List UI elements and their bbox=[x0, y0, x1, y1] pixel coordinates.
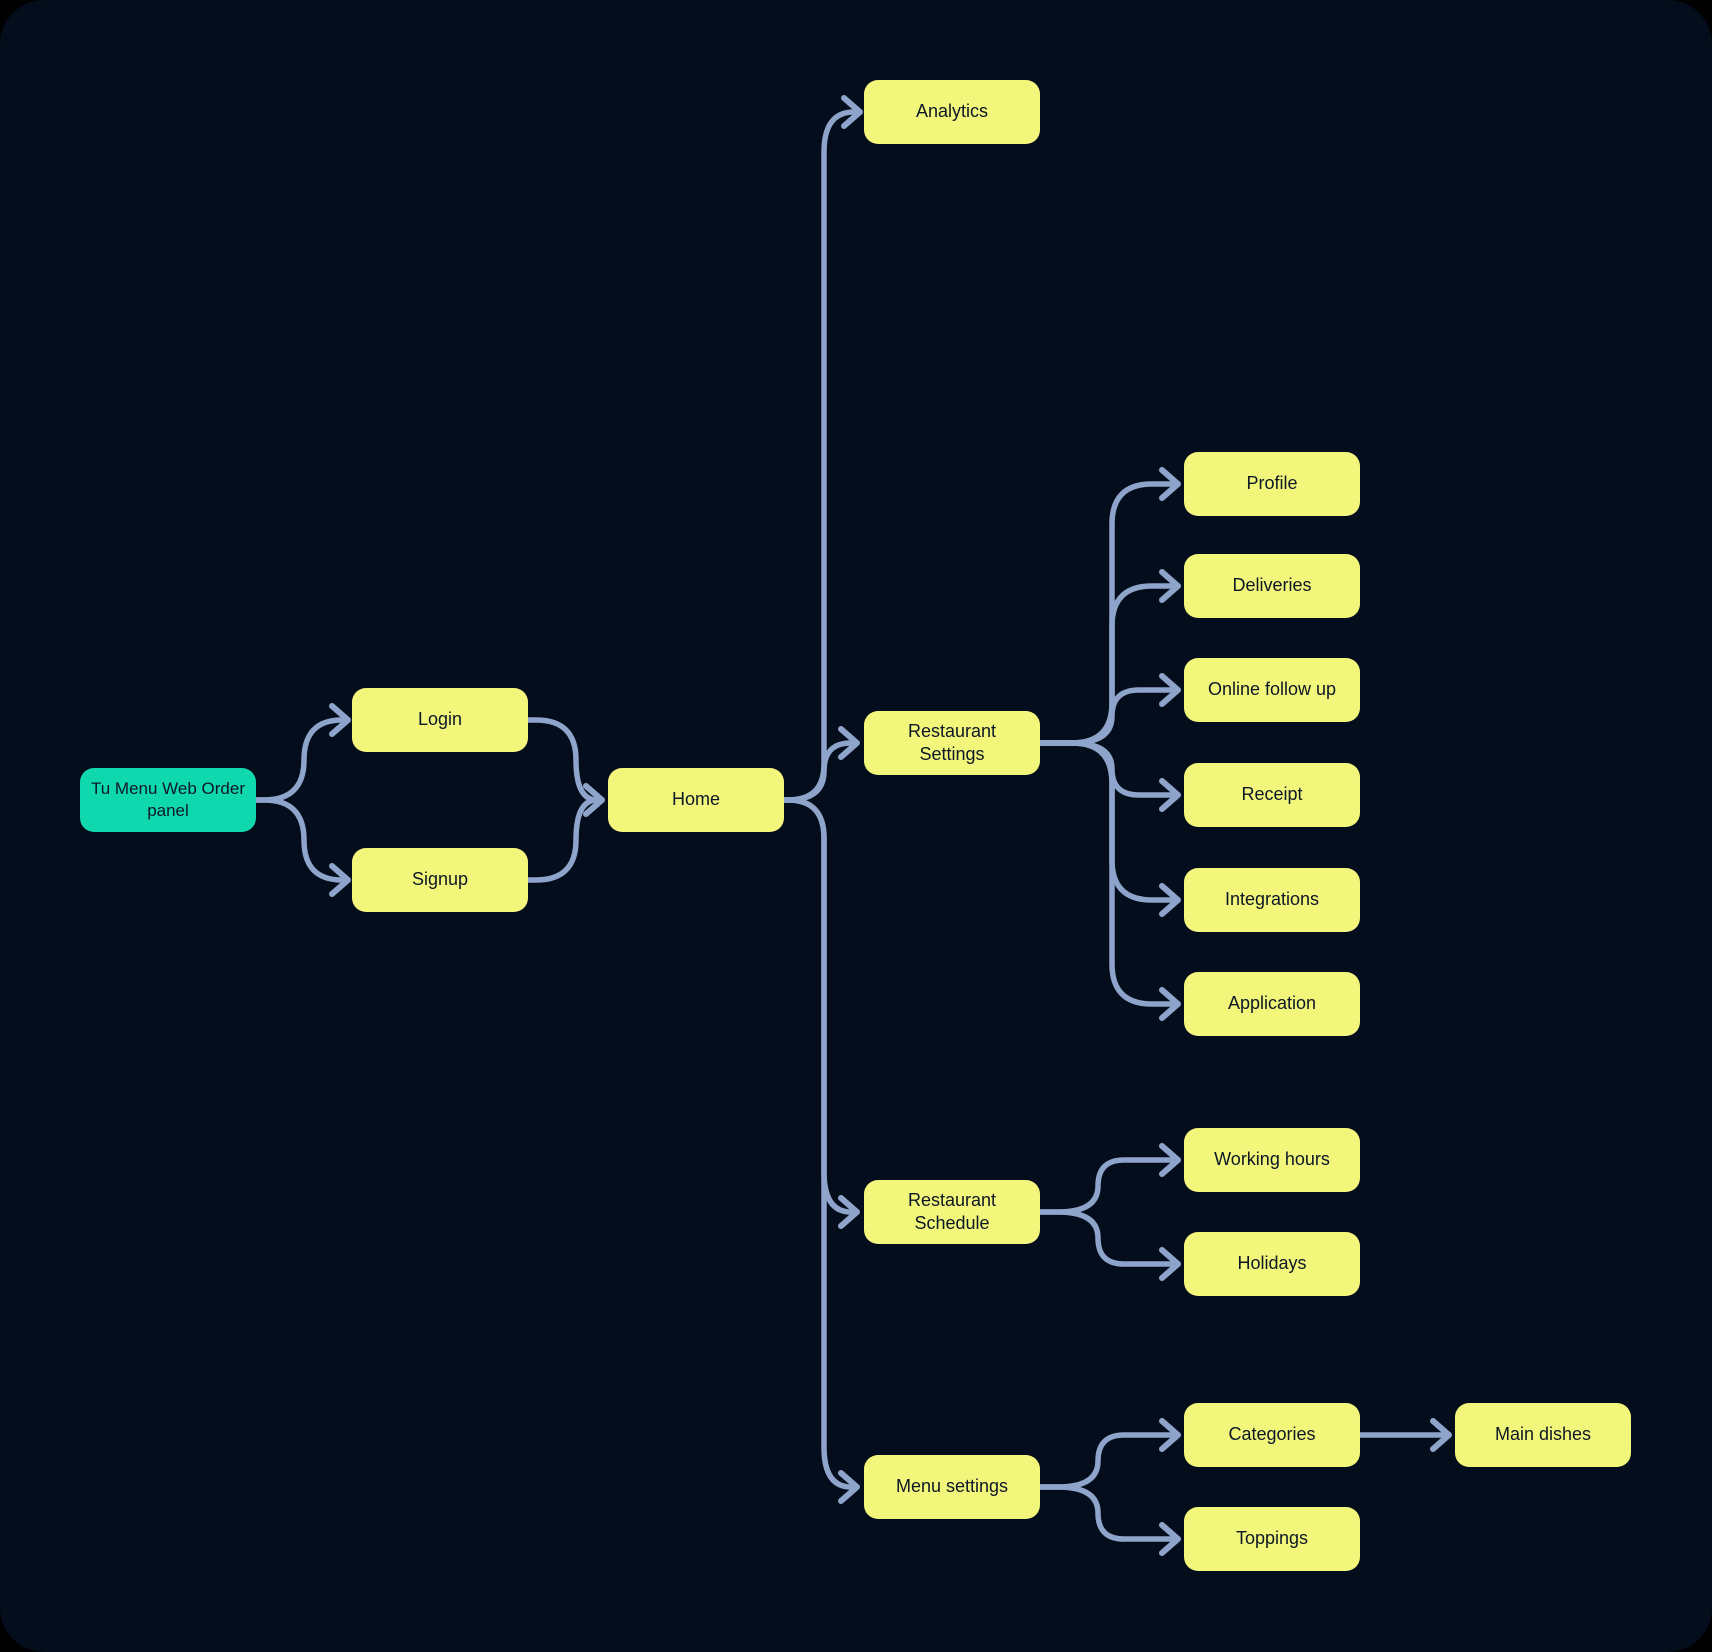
connector-home-restaurant-settings bbox=[781, 740, 854, 803]
node-menu-settings-label: Menu settings bbox=[895, 1476, 1009, 1497]
arrowhead-working-hours bbox=[1159, 1143, 1181, 1177]
node-root-label: Tu Menu Web Order panel bbox=[90, 778, 245, 820]
node-working-hours-label: Working hours bbox=[1214, 1149, 1330, 1170]
connector-home-analytics bbox=[781, 109, 857, 803]
node-home-label: Home bbox=[671, 789, 720, 810]
node-analytics[interactable]: Analytics bbox=[864, 80, 1040, 144]
node-categories-label: Categories bbox=[1228, 1424, 1316, 1445]
connector-root-login bbox=[253, 717, 345, 803]
connector-settings-receipt bbox=[1037, 740, 1175, 798]
connector-settings-integrations bbox=[1037, 740, 1175, 903]
arrowhead-signup bbox=[329, 863, 351, 897]
connector-settings-deliveries bbox=[1037, 583, 1175, 746]
arrowhead-toppings bbox=[1159, 1522, 1181, 1556]
arrowhead-online-follow-up bbox=[1159, 673, 1181, 707]
node-online-follow-up[interactable]: Online follow up bbox=[1184, 658, 1360, 722]
node-restaurant-settings-label: Restaurant Settings bbox=[907, 720, 997, 764]
node-main-dishes-label: Main dishes bbox=[1494, 1424, 1592, 1445]
node-login-label: Login bbox=[417, 709, 463, 730]
node-holidays-label: Holidays bbox=[1237, 1253, 1307, 1274]
node-holidays[interactable]: Holidays bbox=[1184, 1232, 1360, 1296]
node-deliveries[interactable]: Deliveries bbox=[1184, 554, 1360, 618]
node-integrations[interactable]: Integrations bbox=[1184, 868, 1360, 932]
arrowhead-restaurant-settings bbox=[838, 726, 860, 760]
connector-menu-toppings bbox=[1037, 1484, 1175, 1542]
node-toppings[interactable]: Toppings bbox=[1184, 1507, 1360, 1571]
node-profile[interactable]: Profile bbox=[1184, 452, 1360, 516]
connector-home-restaurant-schedule bbox=[781, 797, 854, 1215]
node-restaurant-schedule-label: Restaurant Schedule bbox=[907, 1189, 997, 1233]
connector-root-signup bbox=[253, 797, 345, 883]
arrowhead-deliveries bbox=[1159, 569, 1181, 603]
connector-settings-online-follow-up bbox=[1037, 687, 1175, 746]
node-profile-label: Profile bbox=[1246, 473, 1298, 494]
node-deliveries-label: Deliveries bbox=[1232, 575, 1312, 596]
node-online-follow-up-label: Online follow up bbox=[1207, 679, 1337, 700]
arrowhead-home bbox=[583, 783, 605, 817]
arrowhead-holidays bbox=[1159, 1247, 1181, 1281]
node-home[interactable]: Home bbox=[608, 768, 784, 832]
connector-schedule-working-hours bbox=[1037, 1157, 1175, 1215]
node-analytics-label: Analytics bbox=[915, 101, 989, 122]
connector-home-menu-settings bbox=[781, 797, 854, 1490]
node-signup[interactable]: Signup bbox=[352, 848, 528, 912]
node-receipt[interactable]: Receipt bbox=[1184, 763, 1360, 827]
node-application[interactable]: Application bbox=[1184, 972, 1360, 1036]
arrowhead-categories bbox=[1159, 1418, 1181, 1452]
arrowhead-main-dishes bbox=[1430, 1418, 1452, 1452]
arrowhead-profile bbox=[1159, 467, 1181, 501]
arrowhead-application bbox=[1159, 987, 1181, 1021]
node-receipt-label: Receipt bbox=[1241, 784, 1303, 805]
node-root[interactable]: Tu Menu Web Order panel bbox=[80, 768, 256, 832]
node-signup-label: Signup bbox=[411, 869, 469, 890]
node-restaurant-settings[interactable]: Restaurant Settings bbox=[864, 711, 1040, 775]
arrowhead-login bbox=[329, 703, 351, 737]
connector-login-home bbox=[525, 717, 600, 803]
arrowhead-integrations bbox=[1159, 883, 1181, 917]
node-login[interactable]: Login bbox=[352, 688, 528, 752]
node-working-hours[interactable]: Working hours bbox=[1184, 1128, 1360, 1192]
connector-settings-application bbox=[1037, 740, 1175, 1007]
arrowhead-analytics bbox=[841, 95, 863, 129]
node-restaurant-schedule[interactable]: Restaurant Schedule bbox=[864, 1180, 1040, 1244]
node-toppings-label: Toppings bbox=[1235, 1528, 1309, 1549]
arrowhead-receipt bbox=[1159, 778, 1181, 812]
node-application-label: Application bbox=[1227, 993, 1317, 1014]
node-main-dishes[interactable]: Main dishes bbox=[1455, 1403, 1631, 1467]
arrowhead-restaurant-schedule bbox=[838, 1195, 860, 1229]
connector-schedule-holidays bbox=[1037, 1209, 1175, 1267]
connector-menu-categories bbox=[1037, 1432, 1175, 1490]
node-categories[interactable]: Categories bbox=[1184, 1403, 1360, 1467]
arrowhead-menu-settings bbox=[838, 1470, 860, 1504]
connector-settings-profile bbox=[1037, 481, 1175, 746]
node-integrations-label: Integrations bbox=[1224, 889, 1320, 910]
connector-signup-home bbox=[525, 797, 600, 883]
node-menu-settings[interactable]: Menu settings bbox=[864, 1455, 1040, 1519]
